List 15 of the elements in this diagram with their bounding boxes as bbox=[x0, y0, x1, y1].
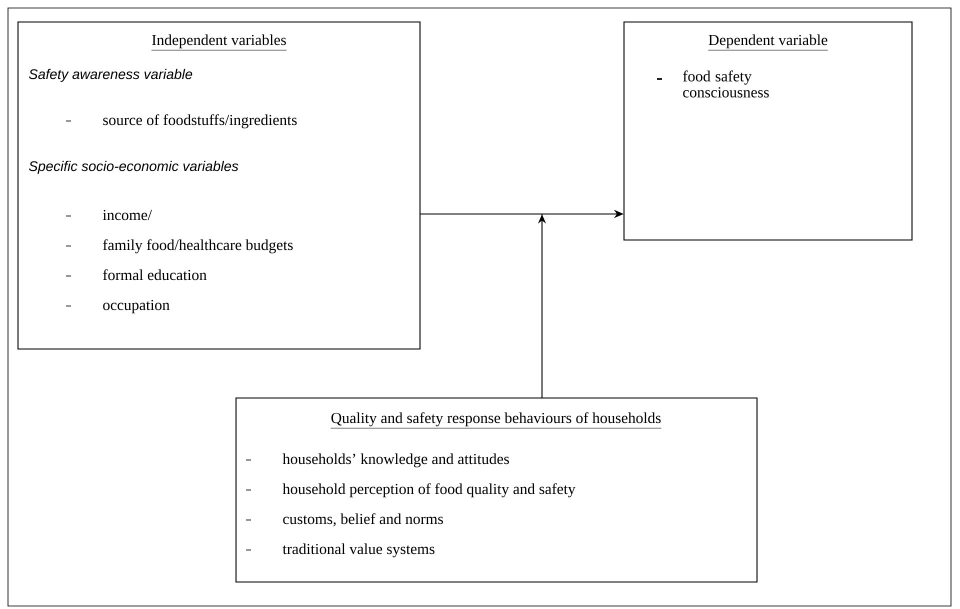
list-item: source of foodstuffs/ingredients bbox=[103, 114, 297, 128]
list-item: formal education bbox=[103, 269, 207, 280]
group-heading: Specific socio-economic variables bbox=[28, 160, 238, 174]
list-item: traditional value systems bbox=[282, 543, 434, 558]
list-item: family food/healthcare budgets bbox=[103, 239, 293, 254]
group-heading: Safety awareness variable bbox=[28, 68, 192, 82]
heading: Quality and safety response behaviours of households bbox=[330, 412, 662, 428]
list-item: food safety consciousness bbox=[683, 70, 769, 98]
list-item: occupation bbox=[103, 300, 170, 314]
list-item: households’ knowledge and attitudes bbox=[282, 453, 509, 468]
list-item: household perception of food quality and safety bbox=[282, 483, 576, 498]
list-item: income/ bbox=[102, 210, 152, 220]
heading: Independent variables bbox=[151, 34, 287, 50]
list-item: customs, belief and norms bbox=[283, 513, 443, 526]
heading: Dependent variable bbox=[708, 34, 828, 50]
